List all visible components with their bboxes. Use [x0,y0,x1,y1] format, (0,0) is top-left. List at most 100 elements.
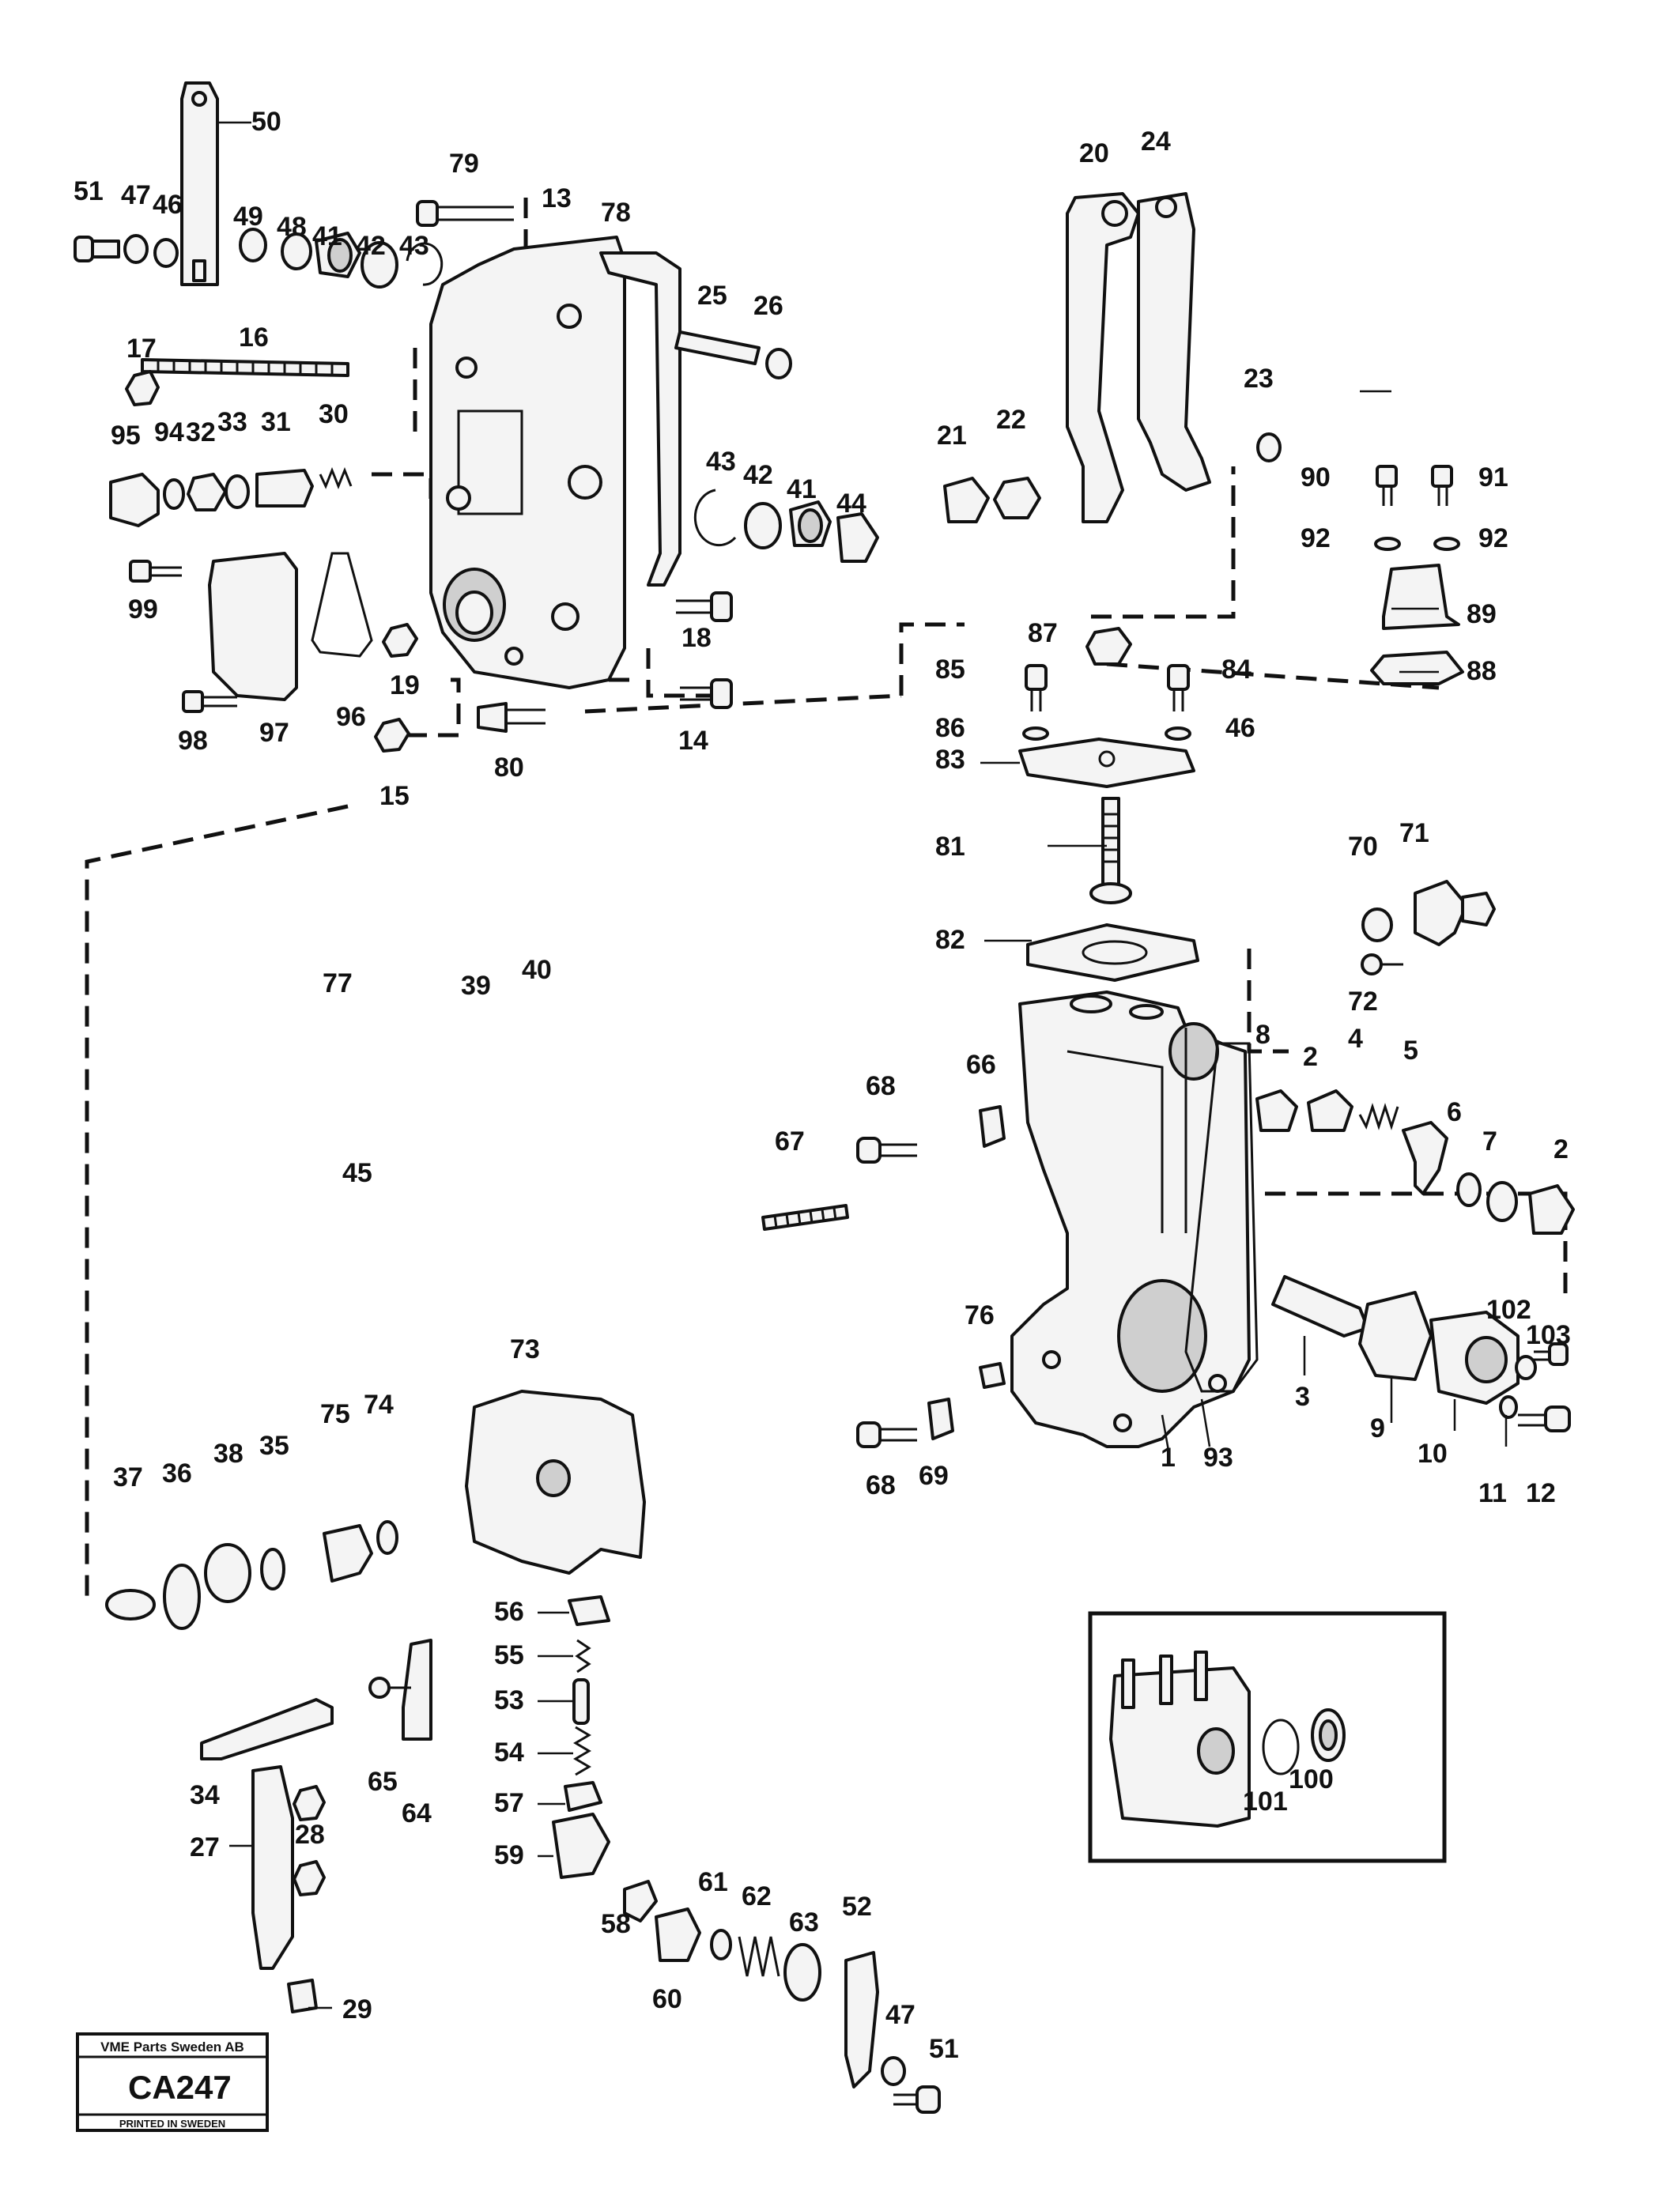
callout-50: 50 [251,107,281,137]
callout-53: 53 [494,1685,524,1715]
callout-67: 67 [775,1126,805,1156]
callout-35: 35 [259,1431,289,1461]
callout-71: 71 [1399,818,1429,848]
callout-79: 79 [449,149,479,179]
callout-77: 77 [323,968,353,998]
callout-46: 46 [153,190,183,220]
callout-89: 89 [1467,599,1497,629]
callout-28: 28 [295,1820,325,1850]
bottom-left-parts [200,1639,432,2013]
callout-51: 51 [74,176,104,206]
callout-88: 88 [1467,656,1497,686]
callout-103: 103 [1526,1320,1571,1350]
callout-43b: 43 [706,447,736,477]
callout-9: 9 [1370,1413,1385,1443]
callout-83: 83 [935,745,965,775]
plate-assembly [1018,627,1199,982]
callout-16: 16 [239,323,269,353]
callout-84: 84 [1221,655,1252,685]
callout-2b: 2 [1554,1134,1569,1164]
callout-43: 43 [399,231,429,261]
weight-carrier-73 [465,1390,646,1575]
callout-5: 5 [1403,1036,1418,1066]
callout-90: 90 [1301,462,1331,492]
callout-95: 95 [111,421,141,451]
callout-98: 98 [178,726,208,756]
callout-52: 52 [842,1892,872,1922]
callout-66: 66 [966,1050,996,1080]
callout-2: 2 [1303,1042,1318,1072]
callout-96: 96 [336,702,366,732]
callout-11: 11 [1478,1478,1507,1508]
callout-91: 91 [1478,462,1508,492]
callout-48: 48 [277,212,307,242]
callout-85: 85 [935,655,965,685]
callout-49: 49 [233,202,263,232]
callout-63: 63 [789,1907,819,1938]
callout-24: 24 [1141,126,1171,157]
callout-31: 31 [261,407,291,437]
callout-7: 7 [1482,1126,1497,1156]
callout-64: 64 [402,1798,432,1828]
callout-32: 32 [186,417,216,447]
callout-30: 30 [319,399,349,429]
callout-23: 23 [1244,364,1274,394]
callout-80: 80 [494,753,524,783]
callout-26: 26 [753,291,783,321]
callout-93: 93 [1203,1443,1233,1473]
callout-68b: 68 [866,1470,896,1500]
callout-92: 92 [1301,523,1331,553]
callout-45: 45 [342,1158,372,1188]
callout-15: 15 [379,781,410,811]
callout-33: 33 [217,407,247,437]
callout-72: 72 [1348,987,1378,1017]
top-right-parts [943,192,1464,685]
callout-102: 102 [1486,1295,1531,1325]
stamp-printed: PRINTED IN SWEDEN [119,2118,225,2130]
callout-12: 12 [1526,1478,1556,1508]
callout-55: 55 [494,1640,524,1670]
callout-47b: 47 [885,2000,916,2030]
callout-87: 87 [1028,618,1058,648]
callout-59: 59 [494,1840,524,1870]
callout-6: 6 [1447,1097,1462,1127]
callout-41: 41 [312,221,342,251]
callout-20: 20 [1079,138,1109,168]
callout-8: 8 [1255,1020,1270,1050]
callout-14: 14 [678,726,708,756]
callout-1: 1 [1161,1443,1176,1473]
callout-76: 76 [965,1300,995,1330]
stamp-code: CA247 [128,2069,232,2106]
callout-40: 40 [522,955,552,985]
pump-housing-1 [1010,990,1251,1448]
callout-56: 56 [494,1597,524,1627]
callout-36: 36 [162,1458,192,1489]
callout-62: 62 [742,1881,772,1911]
callout-37: 37 [113,1462,143,1492]
callout-39: 39 [461,971,491,1001]
callout-44: 44 [836,489,866,519]
callout-65: 65 [368,1767,398,1797]
callout-57: 57 [494,1788,524,1818]
callout-21: 21 [937,421,967,451]
callout-86: 86 [935,713,965,743]
callout-81: 81 [935,832,965,862]
publisher-stamp: VME Parts Sweden AB CA247 PRINTED IN SWE… [76,2032,269,2132]
top-left-parts [74,81,879,753]
callout-61: 61 [698,1867,728,1897]
callout-4: 4 [1348,1024,1363,1054]
middle-left-parts [761,1105,1006,1448]
callout-73: 73 [510,1334,540,1364]
assembly-dashed-lines [85,198,1568,1605]
callout-38: 38 [213,1439,244,1469]
callout-69: 69 [919,1461,949,1491]
bottom-center-parts [552,1595,941,2114]
leader-lines [217,121,1508,2009]
callout-58: 58 [601,1909,631,1939]
callout-42b: 42 [743,460,773,490]
left-shaft-parts [105,1520,398,1630]
callout-13: 13 [542,183,572,213]
callout-27: 27 [190,1832,220,1862]
callout-94: 94 [154,417,184,447]
